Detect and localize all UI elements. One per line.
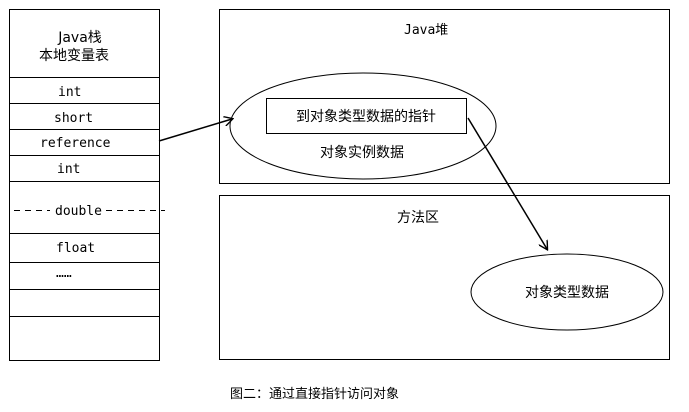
heap-box <box>219 9 670 184</box>
stack-title-line1: Java栈 <box>57 30 102 46</box>
slot-float: float <box>56 241 95 256</box>
slot-double: double <box>55 204 102 219</box>
slot-int-2: int <box>57 162 80 177</box>
heap-title: Java堆 <box>404 23 448 38</box>
reference-to-instance-arrow <box>158 119 232 142</box>
figure-caption: 图二：通过直接指针访问对象 <box>230 386 399 402</box>
type-data-ellipse <box>470 253 664 331</box>
slot-reference: reference <box>40 136 111 151</box>
type-pointer-box <box>266 98 467 134</box>
slot-ellipsis: …… <box>56 266 72 281</box>
method-area: 方法区 对象类型数据 <box>219 195 670 360</box>
stack-frame-box <box>9 9 160 361</box>
method-area-title: 方法区 <box>397 210 439 226</box>
type-pointer-label: 到对象类型数据的指针 <box>296 109 436 125</box>
instance-data-label: 对象实例数据 <box>320 145 404 161</box>
type-data-label: 对象类型数据 <box>525 285 609 301</box>
java-stack: Java栈 本地变量表 int short reference int doub… <box>9 9 165 361</box>
slot-short: short <box>54 111 93 126</box>
pointer-to-type-data-arrow <box>467 117 547 249</box>
slot-int: int <box>58 85 81 100</box>
java-heap: Java堆 到对象类型数据的指针 对象实例数据 <box>219 9 670 184</box>
method-area-box <box>219 195 670 360</box>
stack-title-line2: 本地变量表 <box>39 48 109 64</box>
